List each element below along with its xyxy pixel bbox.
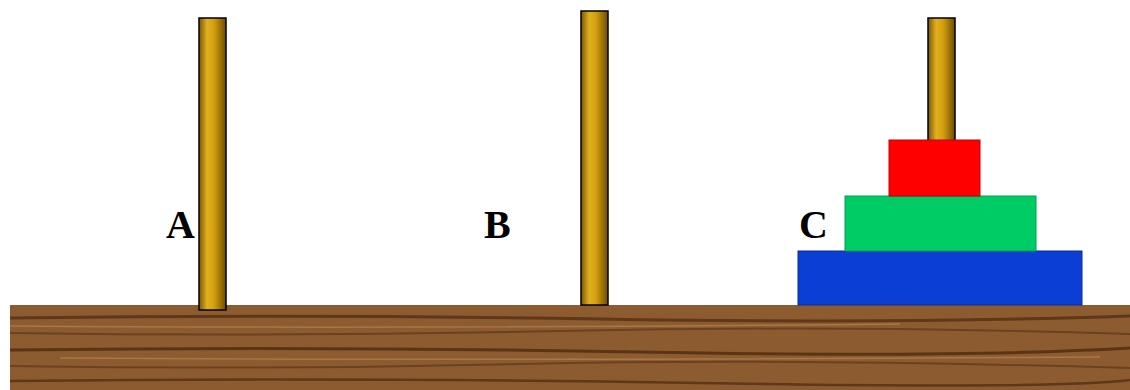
peg xyxy=(581,11,608,305)
medium-disk xyxy=(845,196,1036,251)
wood-grain xyxy=(60,357,1100,359)
peg-label: A xyxy=(166,205,195,245)
wood-grain xyxy=(10,329,1130,335)
wood-grain xyxy=(10,348,1130,354)
base-board xyxy=(10,305,1130,390)
wood-grain xyxy=(10,362,1130,368)
large-disk xyxy=(798,251,1082,305)
peg-label: C xyxy=(799,205,828,245)
wooden-base xyxy=(10,305,1130,390)
small-disk xyxy=(889,140,980,196)
peg xyxy=(928,18,955,142)
peg xyxy=(199,18,226,310)
peg-label: B xyxy=(484,205,511,245)
wood-grain xyxy=(10,316,1130,321)
wood-grain xyxy=(10,324,900,327)
wood-grain xyxy=(10,379,1130,385)
